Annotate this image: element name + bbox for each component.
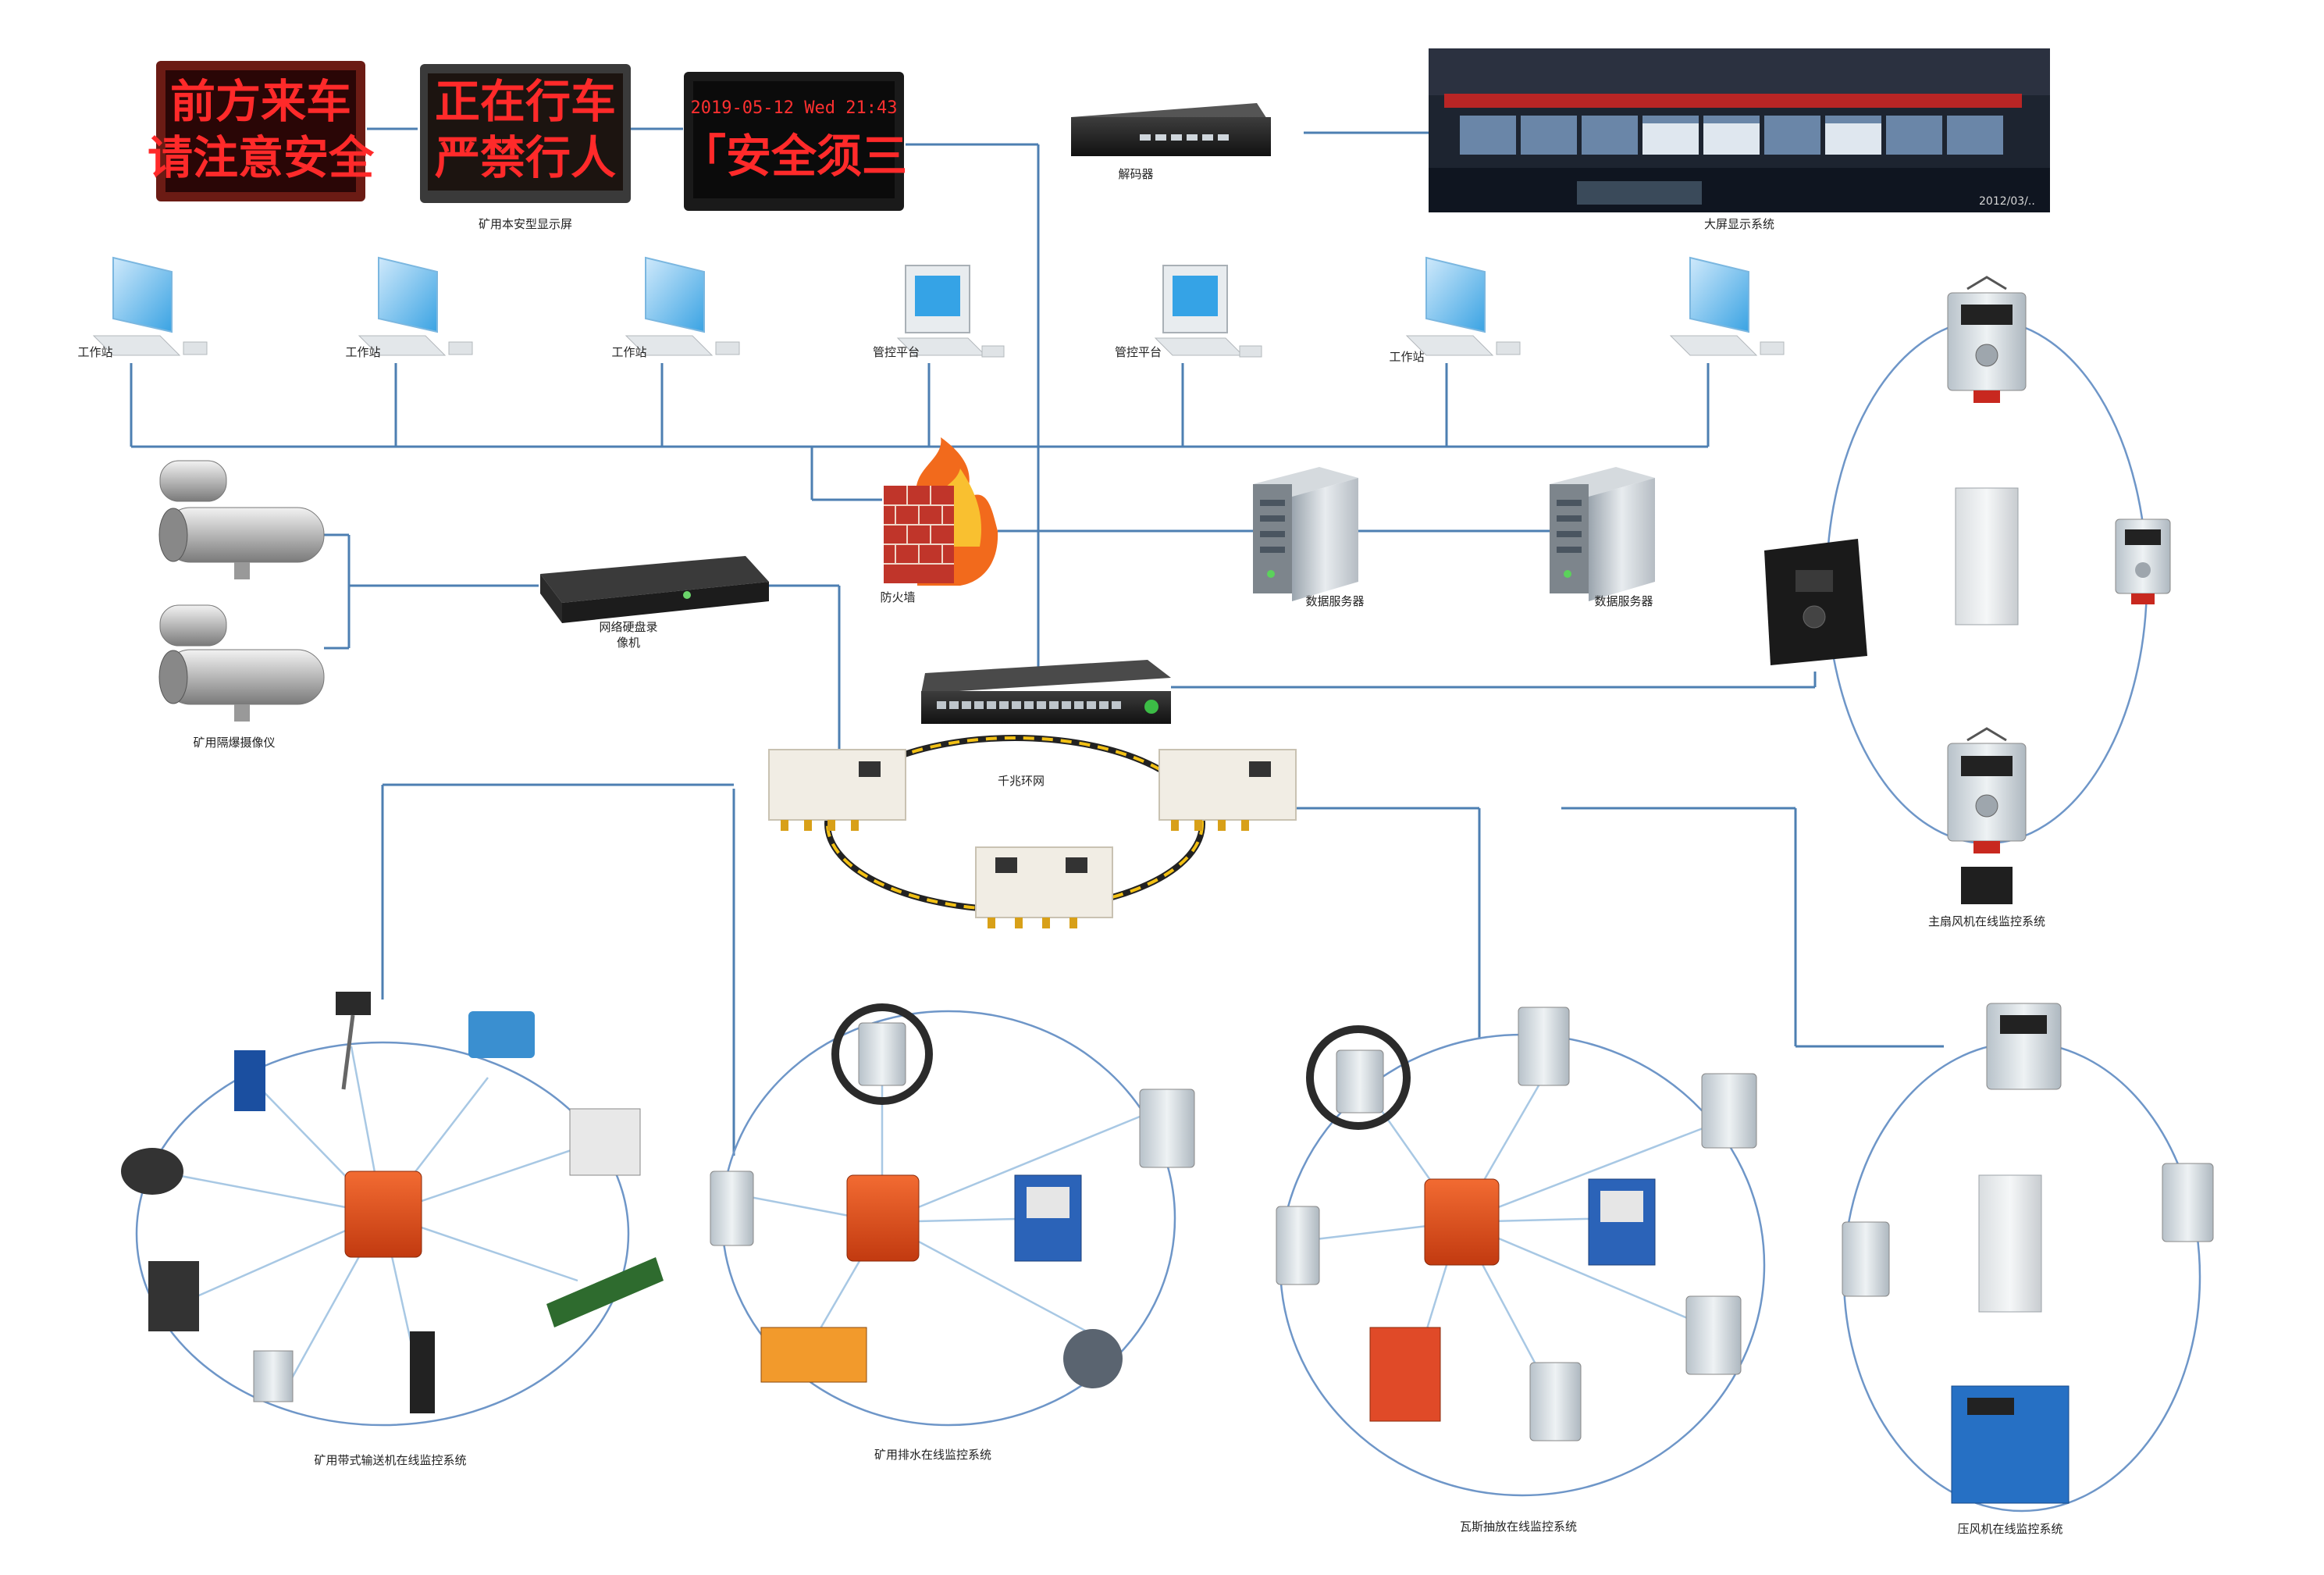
video-wall-caption: 大屏显示系统 bbox=[1704, 217, 1774, 231]
belt-device-strip bbox=[546, 1257, 664, 1327]
control-platform-2 bbox=[1154, 265, 1262, 358]
belt-device-coil bbox=[121, 1148, 183, 1195]
fan-sensor-bottom bbox=[1947, 727, 2027, 904]
comp-sensor-right bbox=[2162, 1163, 2214, 1242]
workstation-4 bbox=[1405, 256, 1521, 356]
data-server-2 bbox=[1550, 467, 1655, 601]
workstation-3-caption: 工作站 bbox=[611, 345, 646, 359]
data-server-1-caption: 数据服务器 bbox=[1305, 594, 1364, 608]
ring-node-1 bbox=[768, 749, 906, 831]
air-compressor-system bbox=[1842, 1003, 2214, 1513]
drainage-sensor-right bbox=[1139, 1089, 1195, 1168]
drainage-sensor-top bbox=[858, 1022, 906, 1086]
gigabit-ring-caption: 千兆环网 bbox=[998, 774, 1045, 788]
belt-device-blue bbox=[234, 1050, 265, 1111]
ring-node-3 bbox=[975, 846, 1113, 928]
drainage-controller bbox=[846, 1174, 920, 1262]
fan-sensor-top bbox=[1947, 276, 2027, 403]
comp-cabinet bbox=[1978, 1174, 2042, 1313]
ring-node-2 bbox=[1158, 749, 1297, 831]
data-server-2-caption: 数据服务器 bbox=[1594, 594, 1653, 608]
led-text-1b: 请注意安全 bbox=[148, 131, 375, 184]
core-switch bbox=[921, 660, 1171, 724]
workstation-2-caption: 工作站 bbox=[345, 345, 380, 359]
belt-device-switch bbox=[468, 1011, 535, 1058]
air-compressor-caption: 压风机在线监控系统 bbox=[1957, 1522, 2062, 1536]
camera-1 bbox=[158, 460, 325, 579]
belt-controller bbox=[344, 1171, 422, 1258]
workstation-1 bbox=[92, 256, 208, 356]
firewall-icon bbox=[884, 437, 998, 586]
workstation-5 bbox=[1669, 256, 1785, 356]
led-display-2: 正在行车 严禁行人 bbox=[420, 64, 631, 203]
camera-2 bbox=[158, 604, 325, 722]
belt-device-cable bbox=[410, 1331, 435, 1413]
gas-sensor-lower-right bbox=[1685, 1295, 1742, 1375]
network-wiring bbox=[130, 127, 1944, 1156]
gas-sensor-coil bbox=[1336, 1049, 1384, 1114]
video-wall-stamp: 2012/03/.. bbox=[1979, 195, 2035, 208]
gas-junction-box bbox=[1369, 1327, 1441, 1422]
belt-device-black bbox=[148, 1261, 199, 1331]
gas-sensor-bottom bbox=[1529, 1362, 1582, 1441]
control-platform-2-caption: 管控平台 bbox=[1115, 345, 1162, 359]
main-fan-system bbox=[1764, 276, 2171, 904]
led-display-3: 2019-05-12 Wed 21:43 「安全须三 bbox=[681, 72, 907, 211]
nvr-caption-line1: 网络硬盘录 bbox=[599, 620, 657, 634]
workstation-1-caption: 工作站 bbox=[77, 345, 112, 359]
control-platform-1 bbox=[896, 265, 1005, 358]
gas-drainage-caption: 瓦斯抽放在线监控系统 bbox=[1460, 1520, 1577, 1534]
belt-conveyor-caption: 矿用带式输送机在线监控系统 bbox=[314, 1453, 466, 1467]
decoder-device bbox=[1071, 103, 1271, 156]
nvr-caption-line2: 像机 bbox=[617, 636, 640, 650]
video-wall-photo: 2012/03/.. bbox=[1429, 48, 2050, 212]
drainage-sensor-left bbox=[710, 1171, 754, 1246]
fan-inverter bbox=[1764, 539, 1867, 665]
gigabit-ring-network bbox=[768, 735, 1297, 928]
comp-sensor-left bbox=[1842, 1221, 1890, 1297]
led-display-1: 前方来车 请注意安全 bbox=[148, 61, 375, 201]
gas-sensor-left bbox=[1276, 1206, 1320, 1285]
led-text-2a: 正在行车 bbox=[435, 75, 616, 128]
belt-device-sensor bbox=[336, 992, 371, 1015]
camera-caption: 矿用隔爆摄像仪 bbox=[193, 736, 275, 750]
control-platform-1-caption: 管控平台 bbox=[873, 345, 920, 359]
main-fan-caption: 主扇风机在线监控系统 bbox=[1928, 914, 2045, 928]
led-display-caption: 矿用本安型显示屏 bbox=[479, 217, 572, 231]
belt-device-panel bbox=[569, 1108, 641, 1176]
led-text-2b: 严禁行人 bbox=[435, 131, 616, 184]
workstation-4-caption: 工作站 bbox=[1389, 350, 1424, 364]
fan-sensor-right bbox=[2115, 518, 2171, 604]
drainage-system bbox=[710, 1003, 1195, 1427]
gas-drainage-system bbox=[1276, 1007, 1766, 1497]
led-text-1a: 前方来车 bbox=[170, 75, 351, 128]
drainage-valve bbox=[1063, 1329, 1123, 1388]
gas-sensor-right bbox=[1701, 1073, 1757, 1149]
decoder-caption: 解码器 bbox=[1118, 167, 1153, 181]
fan-cabinet bbox=[1955, 487, 2019, 625]
workstation-2 bbox=[358, 256, 473, 356]
workstation-3 bbox=[625, 256, 740, 356]
data-server-1 bbox=[1253, 467, 1358, 601]
drainage-caption: 矿用排水在线监控系统 bbox=[874, 1448, 991, 1462]
drainage-junction-box bbox=[760, 1327, 867, 1383]
led-text-3b: 「安全须三 bbox=[681, 130, 907, 183]
nvr-device bbox=[540, 556, 769, 623]
gas-sensor-top bbox=[1518, 1007, 1570, 1086]
firewall-caption: 防火墙 bbox=[880, 590, 915, 604]
belt-conveyor-system bbox=[121, 992, 664, 1427]
led-text-3a: 2019-05-12 Wed 21:43 bbox=[691, 98, 898, 118]
gas-controller bbox=[1424, 1178, 1500, 1266]
belt-device-sensor-2 bbox=[253, 1350, 294, 1402]
